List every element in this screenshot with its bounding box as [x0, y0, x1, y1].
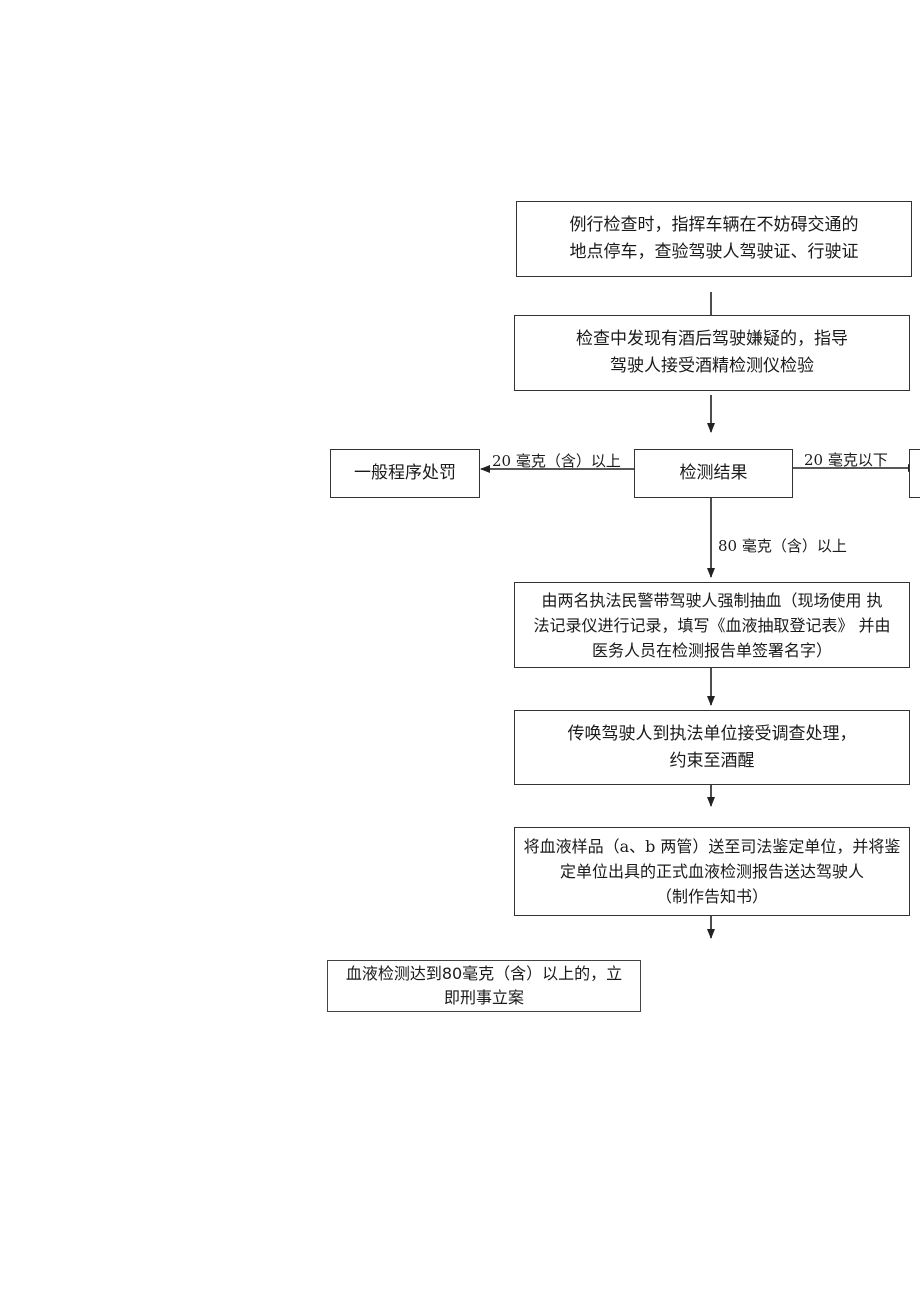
step-routine-check-line1: 例行检查时，指挥车辆在不妨碍交通的 [569, 215, 859, 235]
general-penalty-box: 一般程序处罚 [330, 449, 480, 498]
step-blood-draw-line3: 医务人员在检测报告单签署名字） [591, 640, 832, 660]
step-alcohol-test: 检查中发现有酒后驾驶嫌疑的，指导 驾驶人接受酒精检测仪检验 [514, 315, 910, 391]
right-branch-condition: 20 毫克以下 [804, 451, 888, 469]
step-send-sample-line3: （制作告知书） [655, 887, 768, 906]
step-send-sample-line2: 定单位出具的正式血液检测报告送达驾驶人 [559, 862, 864, 881]
general-penalty-label: 一般程序处罚 [354, 463, 456, 483]
step-routine-check: 例行检查时，指挥车辆在不妨碍交通的 地点停车，查验驾驶人驾驶证、行驶证 [516, 201, 912, 277]
step-alcohol-test-line2: 驾驶人接受酒精检测仪检验 [610, 356, 814, 376]
step-send-sample-line1: 将血液样品（a、b 两管）送至司法鉴定单位，并将鉴 [523, 837, 901, 856]
test-result-box: 检测结果 [634, 449, 793, 498]
step-routine-check-line2: 地点停车，查验驾驶人驾驶证、行驶证 [569, 242, 859, 262]
step-send-sample: 将血液样品（a、b 两管）送至司法鉴定单位，并将鉴 定单位出具的正式血液检测报告… [514, 827, 910, 916]
criminal-filing-box: 血液检测达到80毫克（含）以上的，立 即刑事立案 [327, 960, 641, 1012]
left-branch-condition: 20 毫克（含）以上 [492, 452, 621, 470]
step-blood-draw: 由两名执法民警带驾驶人强制抽血（现场使用 执 法记录仪进行记录，填写《血液抽取登… [514, 582, 910, 668]
step-blood-draw-line1: 由两名执法民警带驾驶人强制抽血（现场使用 执 [541, 590, 883, 610]
step-alcohol-test-line1: 检查中发现有酒后驾驶嫌疑的，指导 [576, 329, 848, 349]
down-branch-condition: 80 毫克（含）以上 [718, 537, 847, 555]
step-summon-driver: 传唤驾驶人到执法单位接受调查处理， 约束至酒醒 [514, 710, 910, 785]
step-summon-driver-line1: 传唤驾驶人到执法单位接受调查处理， [567, 723, 857, 744]
criminal-filing-line1: 血液检测达到80毫克（含）以上的，立 [345, 964, 623, 983]
criminal-filing-line2: 即刑事立案 [443, 988, 524, 1007]
right-branch-box [909, 449, 920, 498]
test-result-label: 检测结果 [679, 463, 748, 483]
step-summon-driver-line2: 约束至酒醒 [669, 750, 755, 771]
step-blood-draw-line2: 法记录仪进行记录，填写《血液抽取登记表》 并由 [533, 615, 891, 635]
